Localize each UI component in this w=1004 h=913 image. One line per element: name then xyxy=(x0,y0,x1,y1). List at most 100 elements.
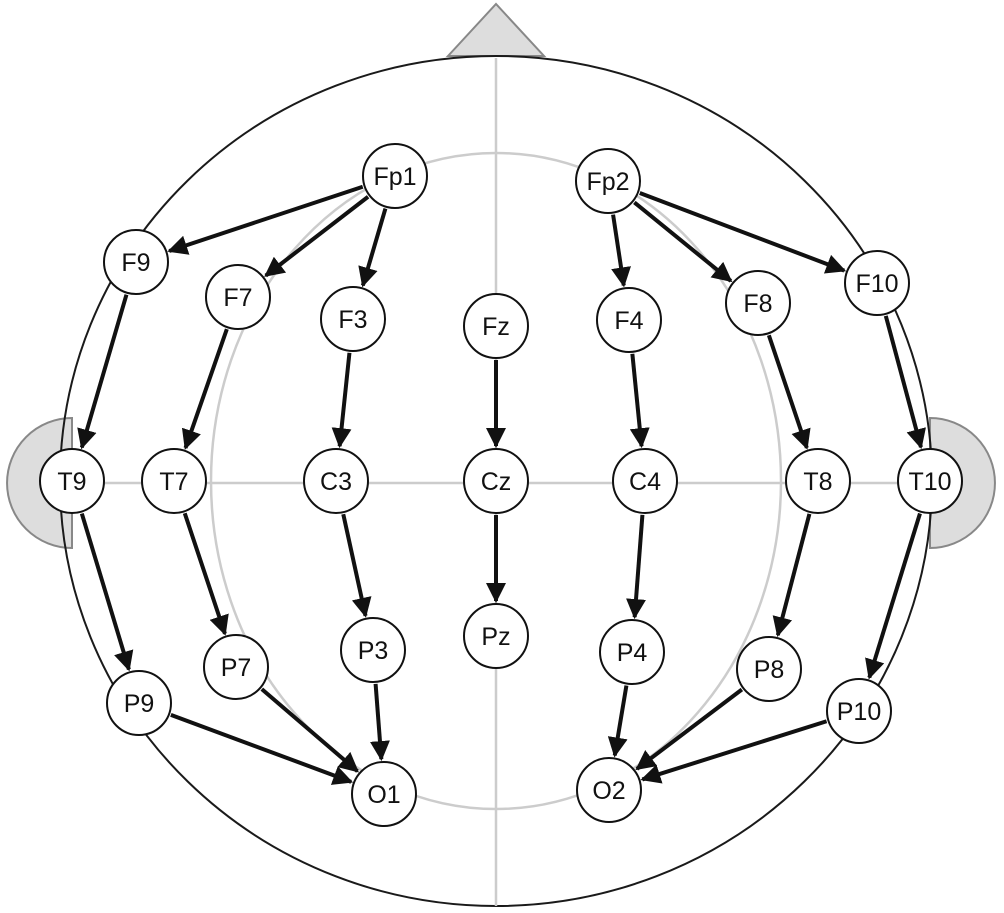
electrode-p9: P9 xyxy=(106,670,172,736)
electrode-f4: F4 xyxy=(596,287,662,353)
electrode-o1: O1 xyxy=(351,761,417,827)
electrode-circle xyxy=(575,148,641,214)
electrode-circle xyxy=(103,229,169,295)
electrode-label-f4: F4 xyxy=(614,307,643,335)
arrow-fp2-to-f8 xyxy=(633,200,733,283)
electrode-label-p9: P9 xyxy=(124,690,155,718)
electrode-fz: Fz xyxy=(463,293,529,359)
electrode-p8: P8 xyxy=(736,636,802,702)
arrow-p9-to-o1 xyxy=(170,712,354,785)
electrode-p3: P3 xyxy=(340,617,406,683)
electrode-circle xyxy=(785,448,851,514)
electrode-fp2: Fp2 xyxy=(575,148,641,214)
electrode-circle xyxy=(463,603,529,669)
electrode-circle xyxy=(106,670,172,736)
electrode-p7: P7 xyxy=(203,634,269,700)
electrode-label-t7: T7 xyxy=(159,468,188,496)
arrow-t8-to-p8 xyxy=(772,513,812,638)
arrow-t10-to-p10 xyxy=(865,512,922,680)
electrode-label-c3: C3 xyxy=(320,468,352,496)
electrode-f7: F7 xyxy=(205,264,271,330)
electrode-t10: T10 xyxy=(897,448,963,514)
electrode-circle xyxy=(362,143,428,209)
electrode-t9: T9 xyxy=(39,448,105,514)
electrode-circle xyxy=(463,293,529,359)
electrode-circle xyxy=(599,619,665,685)
electrode-circle xyxy=(351,761,417,827)
electrode-f8: F8 xyxy=(725,270,791,336)
arrow-f4-to-c4 xyxy=(629,353,650,449)
electrode-label-f3: F3 xyxy=(338,306,367,334)
electrode-label-t8: T8 xyxy=(803,468,832,496)
electrode-circle xyxy=(39,448,105,514)
electrode-circle xyxy=(141,448,207,514)
electrode-label-p3: P3 xyxy=(358,637,389,665)
arrow-f9-to-t9 xyxy=(77,294,129,450)
electrode-pz: Pz xyxy=(463,603,529,669)
electrode-circle xyxy=(340,617,406,683)
electrode-label-f7: F7 xyxy=(223,284,252,312)
electrode-label-cz: Cz xyxy=(481,468,512,496)
electrode-circle xyxy=(205,264,271,330)
electrode-c4: C4 xyxy=(612,448,678,514)
electrode-label-f9: F9 xyxy=(121,249,150,277)
electrode-label-pz: Pz xyxy=(481,623,510,651)
electrode-circle xyxy=(897,448,963,514)
arrow-p10-to-o2 xyxy=(640,719,828,784)
arrow-p8-to-o2 xyxy=(635,687,744,771)
electrode-circle xyxy=(576,757,642,823)
electrode-t7: T7 xyxy=(141,448,207,514)
arrow-f7-to-t7 xyxy=(181,328,229,450)
electrode-cz: Cz xyxy=(463,448,529,514)
electrode-label-f8: F8 xyxy=(743,290,772,318)
connection-arrows xyxy=(77,184,926,785)
electrode-label-fp1: Fp1 xyxy=(373,163,416,191)
arrow-p4-to-o2 xyxy=(607,685,629,758)
electrode-circle xyxy=(320,286,386,352)
electrode-p4: P4 xyxy=(599,619,665,685)
arrow-fp2-to-f4 xyxy=(611,214,631,288)
electrode-circle xyxy=(844,250,910,316)
arrow-f3-to-c3 xyxy=(331,352,352,449)
electrode-o2: O2 xyxy=(576,757,642,823)
arrow-c4-to-p4 xyxy=(626,514,646,620)
electrode-label-fz: Fz xyxy=(482,313,510,341)
electrode-circle xyxy=(303,448,369,514)
arrow-t7-to-p7 xyxy=(182,512,229,636)
nose xyxy=(445,2,547,57)
electrode-circle xyxy=(203,634,269,700)
electrode-circle xyxy=(725,270,791,336)
electrode-circle xyxy=(736,636,802,702)
electrode-label-p10: P10 xyxy=(837,698,881,726)
arrow-c3-to-p3 xyxy=(341,513,372,618)
electrode-f9: F9 xyxy=(103,229,169,295)
electrode-label-p7: P7 xyxy=(221,654,252,682)
electrode-t8: T8 xyxy=(785,448,851,514)
arrow-fp1-to-f9 xyxy=(167,184,364,255)
electrode-label-f10: F10 xyxy=(855,270,898,298)
electrode-label-fp2: Fp2 xyxy=(586,168,629,196)
electrode-label-p4: P4 xyxy=(617,639,648,667)
electrode-p10: P10 xyxy=(826,678,892,744)
electrode-label-c4: C4 xyxy=(629,468,661,496)
arrow-p7-to-o1 xyxy=(260,687,359,773)
electrode-label-o2: O2 xyxy=(592,777,625,805)
arrow-f10-to-t10 xyxy=(883,315,926,450)
arrow-fp1-to-f7 xyxy=(264,195,370,278)
electrode-label-t9: T9 xyxy=(57,468,86,496)
arrow-fp2-to-f10 xyxy=(639,191,847,274)
electrode-label-p8: P8 xyxy=(754,656,785,684)
electrode-fp1: Fp1 xyxy=(362,143,428,209)
electrode-c3: C3 xyxy=(303,448,369,514)
electrode-label-t10: T10 xyxy=(908,468,951,496)
electrode-circle xyxy=(596,287,662,353)
electrode-circle xyxy=(826,678,892,744)
electrode-circle xyxy=(463,448,529,514)
electrode-f10: F10 xyxy=(844,250,910,316)
arrow-f8-to-t8 xyxy=(766,334,811,450)
arrow-p3-to-o1 xyxy=(369,683,390,762)
electrode-circle xyxy=(612,448,678,514)
arrow-fp1-to-f3 xyxy=(358,208,388,288)
